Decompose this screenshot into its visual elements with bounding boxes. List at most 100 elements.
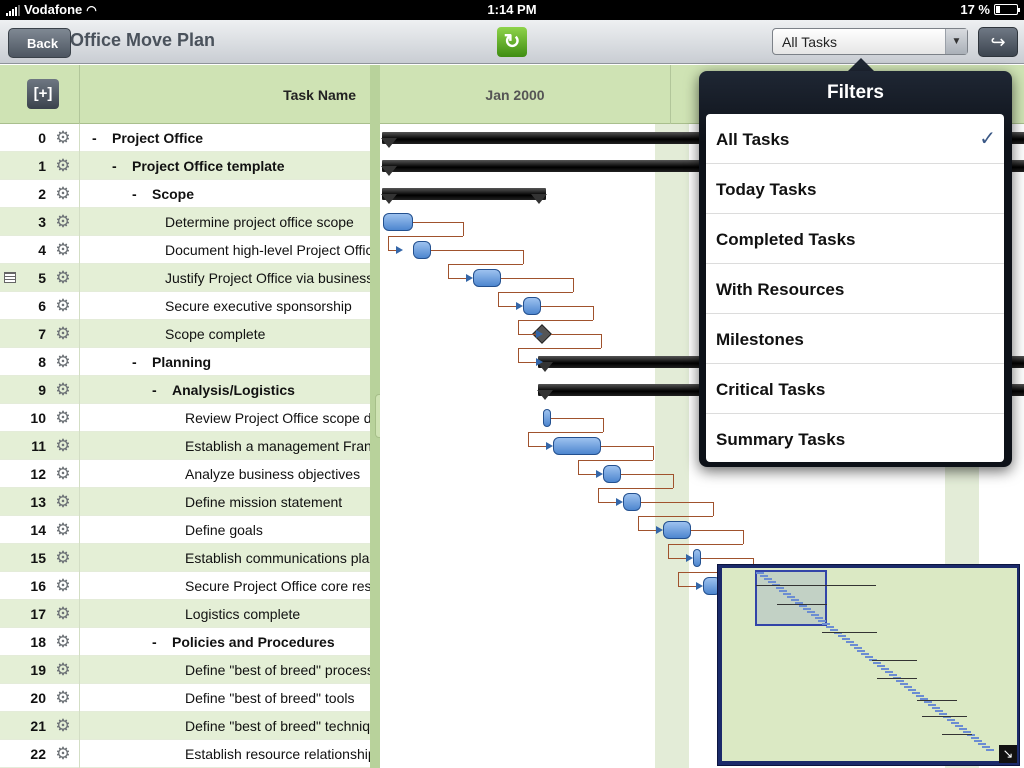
gear-icon[interactable]: ⚙ — [55, 660, 71, 679]
resize-icon[interactable]: ↘ — [999, 745, 1017, 763]
task-bar[interactable] — [603, 465, 621, 483]
gear-icon[interactable]: ⚙ — [55, 632, 71, 651]
filter-option[interactable]: Critical Tasks — [706, 364, 1004, 414]
table-row[interactable]: 7⚙Scope complete — [0, 320, 370, 348]
expand-all-button[interactable]: [+] — [27, 79, 59, 109]
table-row[interactable]: 6⚙Secure executive sponsorship — [0, 292, 370, 320]
table-row[interactable]: 21⚙Define "best of breed" techniq — [0, 712, 370, 740]
gear-icon[interactable]: ⚙ — [55, 520, 71, 539]
task-name[interactable]: Analyze business objectives — [185, 466, 370, 482]
task-bar[interactable] — [473, 269, 501, 287]
table-row[interactable]: 19⚙Define "best of breed" process — [0, 656, 370, 684]
task-name[interactable]: Define "best of breed" process — [185, 662, 370, 678]
gear-icon[interactable]: ⚙ — [55, 324, 71, 343]
task-bar[interactable] — [553, 437, 601, 455]
share-button[interactable]: ↪ — [978, 27, 1018, 57]
gear-icon[interactable]: ⚙ — [55, 240, 71, 259]
collapse-toggle[interactable]: - — [132, 186, 137, 202]
table-row[interactable]: 5⚙Justify Project Office via business — [0, 264, 370, 292]
table-row[interactable]: 16⚙Secure Project Office core res — [0, 572, 370, 600]
task-name[interactable]: Determine project office scope — [165, 214, 370, 230]
task-name[interactable]: Justify Project Office via business — [165, 270, 370, 286]
task-name[interactable]: Define goals — [185, 522, 370, 538]
gear-icon[interactable]: ⚙ — [55, 212, 71, 231]
task-name[interactable]: -Project Office — [92, 130, 370, 146]
collapse-toggle[interactable]: - — [132, 354, 137, 370]
task-name[interactable]: Define mission statement — [185, 494, 370, 510]
task-bar[interactable] — [693, 549, 701, 567]
task-name[interactable]: Define "best of breed" tools — [185, 690, 370, 706]
gear-icon[interactable]: ⚙ — [55, 128, 71, 147]
task-name[interactable]: -Analysis/Logistics — [152, 382, 370, 398]
task-name[interactable]: -Project Office template — [112, 158, 370, 174]
task-name[interactable]: Document high-level Project Offic — [165, 242, 370, 258]
table-row[interactable]: 17⚙Logistics complete — [0, 600, 370, 628]
task-bar[interactable] — [543, 409, 551, 427]
table-row[interactable]: 0⚙-Project Office — [0, 124, 370, 152]
table-row[interactable]: 11⚙Establish a management Fran — [0, 432, 370, 460]
gear-icon[interactable]: ⚙ — [55, 408, 71, 427]
collapse-toggle[interactable]: - — [152, 634, 157, 650]
back-button[interactable]: Back — [8, 28, 72, 58]
task-name[interactable]: -Planning — [132, 354, 370, 370]
gear-icon[interactable]: ⚙ — [55, 184, 71, 203]
task-bar[interactable] — [383, 213, 413, 231]
gear-icon[interactable]: ⚙ — [55, 576, 71, 595]
gear-icon[interactable]: ⚙ — [55, 604, 71, 623]
table-row[interactable]: 20⚙Define "best of breed" tools — [0, 684, 370, 712]
task-bar[interactable] — [623, 493, 641, 511]
filter-option[interactable]: With Resources — [706, 264, 1004, 314]
table-row[interactable]: 14⚙Define goals — [0, 516, 370, 544]
gear-icon[interactable]: ⚙ — [55, 380, 71, 399]
gear-icon[interactable]: ⚙ — [55, 548, 71, 567]
table-row[interactable]: 9⚙-Analysis/Logistics — [0, 376, 370, 404]
table-row[interactable]: 3⚙Determine project office scope — [0, 208, 370, 236]
overview-minimap[interactable]: ↘ — [717, 564, 1020, 766]
task-name[interactable]: Establish a management Fran — [185, 438, 370, 454]
filter-option[interactable]: Milestones — [706, 314, 1004, 364]
task-name[interactable]: Define "best of breed" techniq — [185, 718, 370, 734]
gear-icon[interactable]: ⚙ — [55, 436, 71, 455]
gear-icon[interactable]: ⚙ — [55, 688, 71, 707]
filter-dropdown[interactable]: All Tasks ▼ — [772, 28, 968, 55]
filter-option[interactable]: Today Tasks — [706, 164, 1004, 214]
table-row[interactable]: 4⚙Document high-level Project Offic — [0, 236, 370, 264]
gear-icon[interactable]: ⚙ — [55, 156, 71, 175]
task-bar[interactable] — [663, 521, 691, 539]
task-bar[interactable] — [413, 241, 431, 259]
table-row[interactable]: 13⚙Define mission statement — [0, 488, 370, 516]
filter-option[interactable]: Summary Tasks — [706, 414, 1004, 462]
gear-icon[interactable]: ⚙ — [55, 492, 71, 511]
task-bar[interactable] — [523, 297, 541, 315]
gear-icon[interactable]: ⚙ — [55, 352, 71, 371]
table-row[interactable]: 12⚙Analyze business objectives — [0, 460, 370, 488]
table-row[interactable]: 2⚙-Scope — [0, 180, 370, 208]
note-icon[interactable] — [4, 272, 16, 283]
task-name[interactable]: -Policies and Procedures — [152, 634, 370, 650]
table-row[interactable]: 8⚙-Planning — [0, 348, 370, 376]
table-row[interactable]: 18⚙-Policies and Procedures — [0, 628, 370, 656]
gear-icon[interactable]: ⚙ — [55, 744, 71, 763]
task-name[interactable]: -Scope — [132, 186, 370, 202]
task-name[interactable]: Logistics complete — [185, 606, 370, 622]
table-row[interactable]: 22⚙Establish resource relationship — [0, 740, 370, 768]
gear-icon[interactable]: ⚙ — [55, 716, 71, 735]
table-row[interactable]: 15⚙Establish communications pla — [0, 544, 370, 572]
gear-icon[interactable]: ⚙ — [55, 268, 71, 287]
task-name[interactable]: Establish communications pla — [185, 550, 370, 566]
table-row[interactable]: 1⚙-Project Office template — [0, 152, 370, 180]
task-name[interactable]: Secure executive sponsorship — [165, 298, 370, 314]
collapse-toggle[interactable]: - — [152, 382, 157, 398]
task-name-column-header[interactable]: Task Name — [283, 87, 356, 103]
gear-icon[interactable]: ⚙ — [55, 464, 71, 483]
summary-bar[interactable] — [381, 188, 547, 204]
task-name[interactable]: Establish resource relationship — [185, 746, 370, 762]
table-row[interactable]: 10⚙Review Project Office scope d — [0, 404, 370, 432]
app-logo-icon[interactable]: ↻ — [497, 27, 527, 57]
task-name[interactable]: Secure Project Office core res — [185, 578, 370, 594]
task-name[interactable]: Review Project Office scope d — [185, 410, 370, 426]
collapse-toggle[interactable]: - — [92, 130, 97, 146]
filter-option[interactable]: Completed Tasks — [706, 214, 1004, 264]
filter-option[interactable]: All Tasks✓ — [706, 114, 1004, 164]
task-name[interactable]: Scope complete — [165, 326, 370, 342]
